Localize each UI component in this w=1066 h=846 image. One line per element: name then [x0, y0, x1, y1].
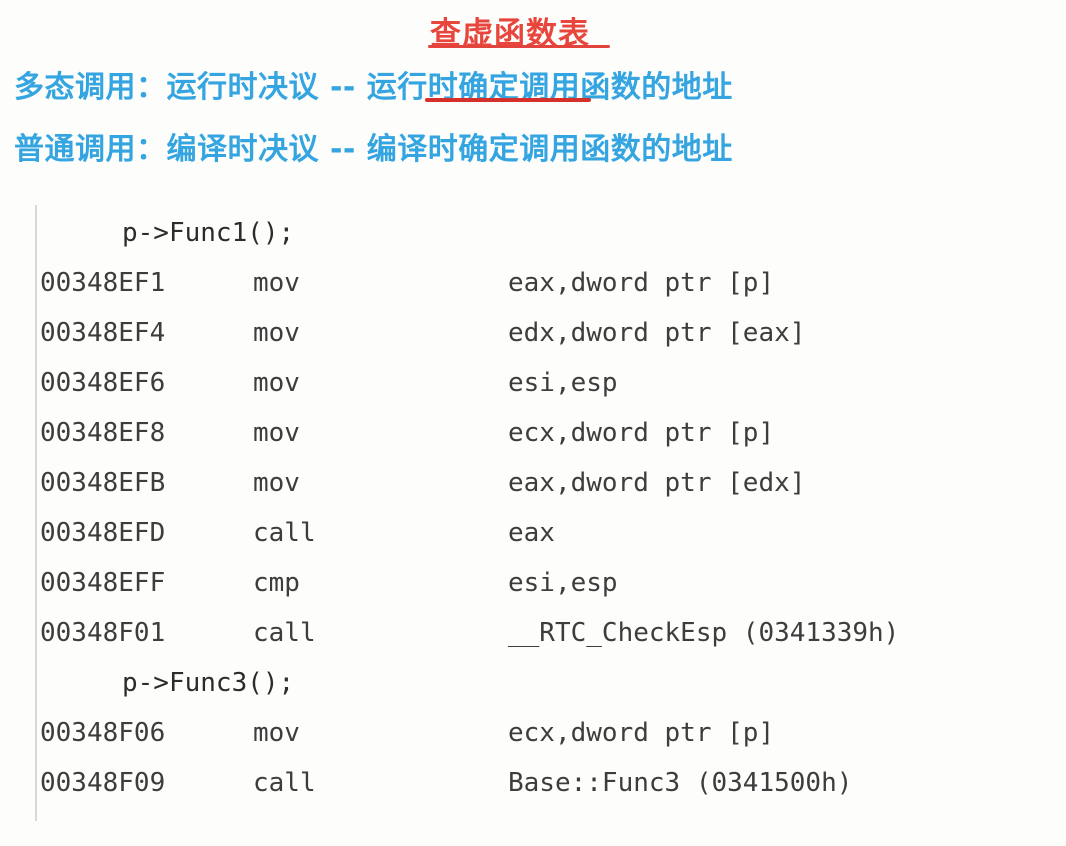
disassembly-row[interactable]: 00348EF4 mov edx,dword ptr [eax] [0, 308, 1066, 358]
source-line-row[interactable]: p->Func3(); [0, 658, 1066, 708]
code-gutter-divider [35, 205, 37, 821]
instruction-address: 00348EFD [40, 518, 166, 548]
runtime-resolution-underline [425, 98, 591, 102]
red-title-underline [428, 45, 610, 48]
source-line-row[interactable]: p->Func1(); [0, 208, 1066, 258]
disassembly-row[interactable]: 00348EF6 mov esi,esp [0, 358, 1066, 408]
instruction-address: 00348F09 [40, 768, 166, 798]
disassembly-row[interactable]: 00348F09 call Base::Func3 (0341500h) [0, 758, 1066, 808]
instruction-operands: eax,dword ptr [p] [508, 268, 775, 298]
polymorphic-call-note: 多态调用：运行时决议 -- 运行时确定调用函数的地址 [14, 70, 733, 105]
disassembly-row[interactable]: 00348EF8 mov ecx,dword ptr [p] [0, 408, 1066, 458]
instruction-mnemonic: cmp [253, 568, 300, 598]
instruction-operands: ecx,dword ptr [p] [508, 418, 775, 448]
instruction-mnemonic: mov [253, 268, 300, 298]
instruction-mnemonic: mov [253, 468, 300, 498]
instruction-address: 00348EF1 [40, 268, 166, 298]
instruction-mnemonic: mov [253, 718, 300, 748]
instruction-address: 00348F06 [40, 718, 166, 748]
instruction-mnemonic: mov [253, 418, 300, 448]
instruction-mnemonic: call [253, 618, 316, 648]
source-statement: p->Func1(); [122, 218, 295, 248]
instruction-operands: eax [508, 518, 555, 548]
instruction-address: 00348EF4 [40, 318, 166, 348]
instruction-operands: __RTC_CheckEsp (0341339h) [508, 618, 900, 648]
instruction-mnemonic: call [253, 518, 316, 548]
instruction-address: 00348EFF [40, 568, 166, 598]
ordinary-call-note: 普通调用：编译时决议 -- 编译时确定调用函数的地址 [14, 132, 733, 167]
source-statement: p->Func3(); [122, 668, 295, 698]
instruction-address: 00348EF6 [40, 368, 166, 398]
instruction-operands: edx,dword ptr [eax] [508, 318, 806, 348]
disassembly-row[interactable]: 00348EF1 mov eax,dword ptr [p] [0, 258, 1066, 308]
disassembly-row[interactable]: 00348EFB mov eax,dword ptr [edx] [0, 458, 1066, 508]
instruction-mnemonic: mov [253, 318, 300, 348]
disassembly-row[interactable]: 00348F01 call __RTC_CheckEsp (0341339h) [0, 608, 1066, 658]
instruction-operands: eax,dword ptr [edx] [508, 468, 806, 498]
annotation-header: 查虚函数表 多态调用：运行时决议 -- 运行时确定调用函数的地址 普通调用：编译… [0, 0, 1066, 190]
instruction-operands: ecx,dword ptr [p] [508, 718, 775, 748]
instruction-address: 00348EF8 [40, 418, 166, 448]
instruction-address: 00348EFB [40, 468, 166, 498]
disassembly-row[interactable]: 00348EFF cmp esi,esp [0, 558, 1066, 608]
instruction-operands: Base::Func3 (0341500h) [508, 768, 853, 798]
instruction-operands: esi,esp [508, 568, 618, 598]
disassembly-row[interactable]: 00348EFD call eax [0, 508, 1066, 558]
disassembly-row[interactable]: 00348F06 mov ecx,dword ptr [p] [0, 708, 1066, 758]
instruction-operands: esi,esp [508, 368, 618, 398]
instruction-address: 00348F01 [40, 618, 166, 648]
instruction-mnemonic: mov [253, 368, 300, 398]
instruction-mnemonic: call [253, 768, 316, 798]
